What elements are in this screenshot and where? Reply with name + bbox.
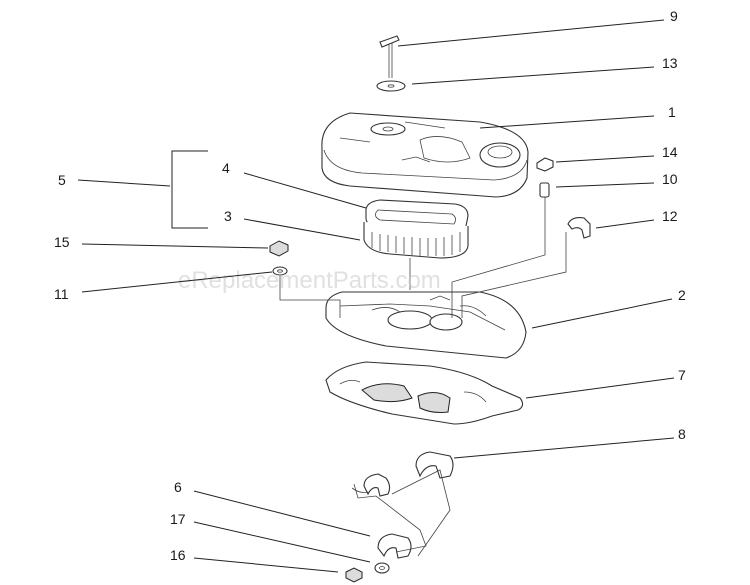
callout-7: 7 [678, 367, 686, 383]
callout-2: 2 [678, 287, 686, 303]
part-13-washer [376, 80, 406, 92]
callout-1: 1 [668, 104, 676, 120]
leader-lines [77, 19, 675, 573]
part-15-bolt [269, 240, 289, 257]
callout-9: 9 [670, 8, 678, 24]
part-10-sleeve [539, 182, 550, 198]
callout-5: 5 [58, 172, 66, 188]
part-7-gasket [325, 361, 524, 425]
callout-8: 8 [678, 426, 686, 442]
callout-14: 14 [662, 144, 678, 160]
part-2-base-plate [325, 291, 527, 359]
callout-10: 10 [662, 171, 678, 187]
callout-13: 13 [662, 55, 678, 71]
callout-4: 4 [222, 160, 230, 176]
part-16-screw [345, 567, 363, 583]
part-9-wing-stud [379, 35, 400, 78]
callout-12: 12 [662, 208, 678, 224]
callout-17: 17 [170, 511, 186, 527]
callout-11: 11 [54, 286, 69, 302]
callout-3: 3 [224, 208, 232, 224]
assembly-guide-lines [279, 197, 567, 557]
part-8-bracket [415, 451, 454, 479]
callouts: 9 13 1 14 10 12 2 7 8 5 4 3 15 11 6 17 1… [54, 8, 686, 563]
part-6-clamp [377, 533, 412, 559]
part-14-nut [536, 157, 554, 172]
part-1-air-cleaner-cover [321, 112, 529, 198]
watermark: eReplacementParts.com [178, 267, 441, 294]
part-bracket-lower [351, 473, 391, 497]
callout-6: 6 [174, 479, 182, 495]
callout-16: 16 [170, 547, 186, 563]
part-11-grommet [272, 266, 288, 276]
part-12-elbow [567, 217, 591, 239]
callout-15: 15 [54, 234, 70, 250]
part-17-nut [374, 562, 390, 574]
part-3-paper-element [363, 222, 469, 259]
